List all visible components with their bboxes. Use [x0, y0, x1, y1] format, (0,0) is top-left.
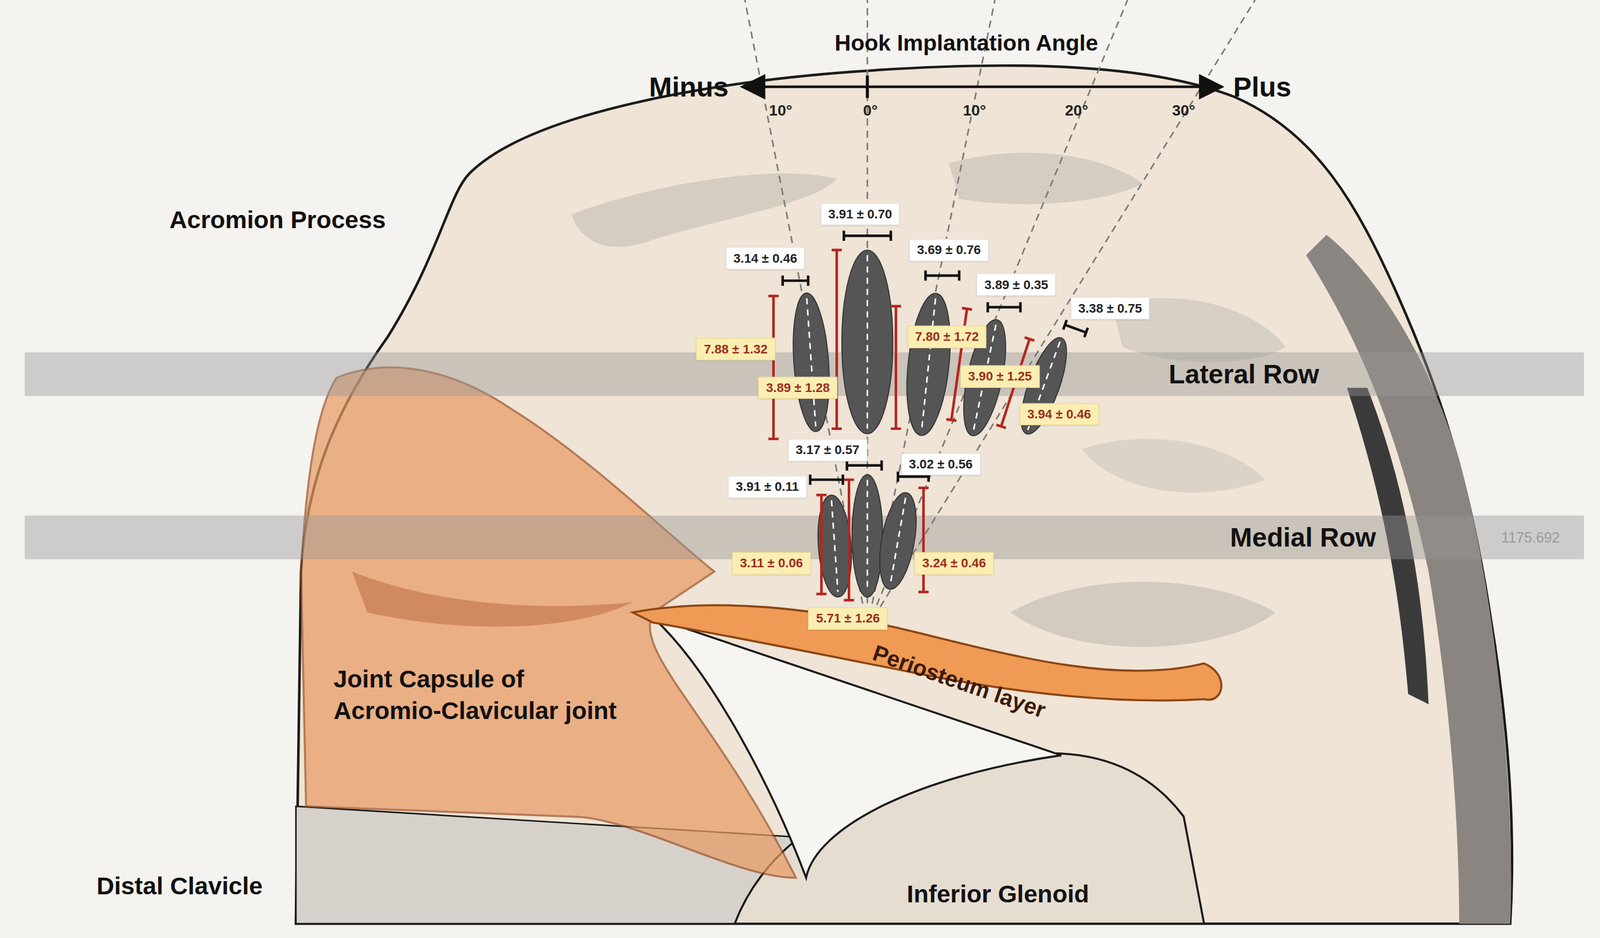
value-text: 3.89 ± 0.35: [984, 277, 1049, 292]
anatomy-label: Distal Clavicle: [96, 871, 263, 900]
spacing-value-box: 3.91 ± 0.70: [820, 203, 900, 226]
value-text: 3.89 ± 1.28: [766, 380, 830, 396]
axis-title: Hook Implantation Angle: [834, 30, 1098, 56]
spacing-value-box: 3.14 ± 0.46: [725, 247, 806, 270]
length-value-box: 3.24 ± 0.46: [914, 552, 994, 575]
watermark: 1175.692: [1501, 529, 1560, 546]
value-text: 3.91 ± 0.11: [735, 479, 799, 495]
capsule-region: Joint Capsule of Acromio-Clavicular join…: [333, 663, 630, 728]
spacing-value-box: 3.38 ± 0.75: [1070, 297, 1150, 320]
length-value-box: 3.11 ± 0.06: [732, 552, 811, 575]
spacing-value-box: 3.02 ± 0.56: [901, 453, 981, 476]
length-value-box: 5.71 ± 1.26: [808, 607, 888, 630]
angle-tick-label: 0°: [863, 101, 878, 119]
length-value-box: 3.89 ± 1.28: [758, 376, 838, 399]
axis-end-label: Plus: [1233, 70, 1292, 103]
value-text: 3.14 ± 0.46: [733, 250, 798, 266]
value-text: 3.91 ± 0.70: [828, 206, 892, 222]
length-value-box: 3.90 ± 1.25: [960, 365, 1040, 388]
angle-tick-label: 30°: [1171, 101, 1195, 119]
value-text: 7.88 ± 1.32: [704, 341, 768, 357]
value-text: 3.02 ± 0.56: [909, 456, 973, 472]
spacing-value-box: 3.91 ± 0.11: [728, 475, 807, 499]
value-text: 3.94 ± 0.46: [1027, 406, 1092, 422]
value-text: 3.90 ± 1.25: [968, 368, 1033, 384]
axis-end-label: Minus: [648, 70, 729, 103]
anatomy-label: Inferior Glenoid: [906, 879, 1090, 909]
anatomy-label: Acromion Process: [169, 205, 387, 234]
anatomy-label: Joint Capsule of Acromio-Clavicular join…: [333, 663, 630, 728]
value-text: 3.11 ± 0.06: [739, 555, 803, 571]
length-value-box: 7.80 ± 1.72: [907, 325, 987, 349]
value-text: 7.80 ± 1.72: [914, 329, 979, 345]
row-label: Medial Row: [1229, 521, 1376, 553]
length-value-box: 7.88 ± 1.32: [695, 337, 776, 361]
angle-tick-label: 10°: [962, 101, 986, 119]
spacing-value-box: 3.89 ± 0.35: [977, 273, 1057, 296]
spacing-value-box: 3.69 ± 0.76: [909, 239, 989, 262]
angle-tick-label: 20°: [1064, 101, 1088, 119]
value-text: 5.71 ± 1.26: [816, 610, 880, 626]
length-value-box: 3.94 ± 0.46: [1019, 403, 1099, 426]
row-label: Lateral Row: [1168, 358, 1320, 390]
value-text: 3.24 ± 0.46: [922, 555, 987, 571]
value-text: 3.69 ± 0.76: [917, 242, 982, 258]
spacing-value-box: 3.17 ± 0.57: [787, 439, 868, 462]
value-text: 3.17 ± 0.57: [795, 442, 860, 458]
angle-tick-label: 10°: [768, 101, 792, 119]
value-text: 3.38 ± 0.75: [1078, 300, 1142, 316]
